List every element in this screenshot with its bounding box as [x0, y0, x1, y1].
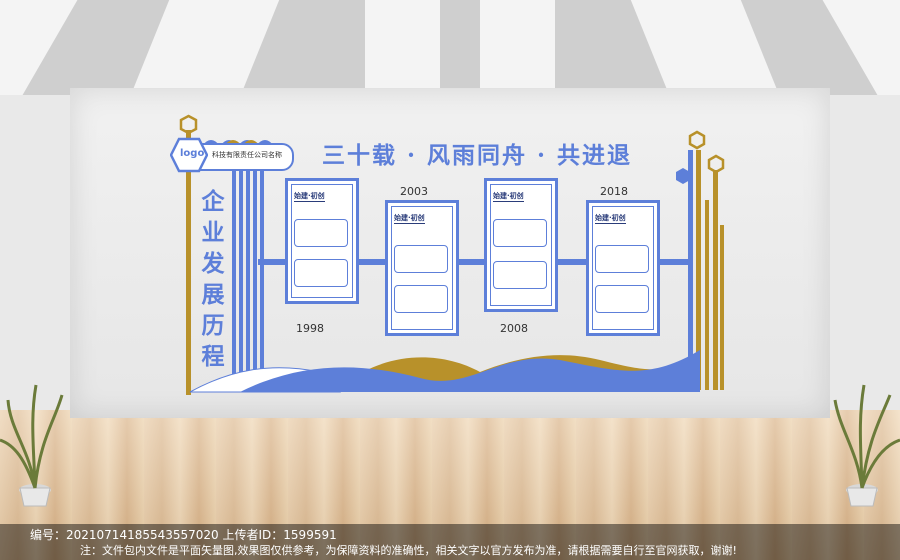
wave-blue	[240, 350, 700, 392]
logo-hexagon-icon	[170, 137, 208, 173]
gold-post	[713, 170, 718, 390]
gold-hexagon	[688, 130, 706, 150]
card-text-box	[394, 285, 448, 313]
card-text-box	[493, 261, 547, 289]
blue-post	[688, 150, 693, 380]
ceiling-beam	[365, 0, 440, 95]
blue-bar	[239, 160, 243, 392]
card-heading: 始建·初创	[394, 214, 425, 224]
card-text-box	[394, 245, 448, 273]
card-text-box	[493, 219, 547, 247]
year-label-2008: 2008	[500, 322, 528, 335]
wood-floor	[0, 410, 900, 560]
gold-hexagon	[707, 154, 725, 174]
gold-hexagon	[179, 114, 198, 135]
footer-id-line: 编号：20210714185543557020 上传者ID：1599591	[30, 528, 337, 542]
blue-hexagon	[676, 168, 690, 184]
gold-post	[705, 200, 709, 390]
timeline-card-2018: 始建·初创	[586, 200, 660, 336]
blue-bar	[253, 160, 257, 392]
card-heading: 始建·初创	[595, 214, 626, 224]
card-text-box	[294, 219, 348, 247]
timeline-bar	[258, 259, 688, 265]
timeline-card-2008: 始建·初创	[484, 178, 558, 312]
blue-bar	[260, 160, 264, 392]
year-label-2018: 2018	[600, 185, 628, 198]
year-label-1998: 1998	[296, 322, 324, 335]
logo-text: logo	[180, 148, 205, 159]
card-heading: 始建·初创	[493, 192, 524, 202]
ceiling	[0, 0, 900, 95]
gold-post	[186, 130, 191, 395]
card-heading: 始建·初创	[294, 192, 325, 202]
timeline-card-2003: 始建·初创	[385, 200, 459, 336]
wall-title: 三十载 · 风雨同舟 · 共进退	[322, 142, 633, 169]
potted-plant-left	[0, 384, 64, 507]
card-text-box	[294, 259, 348, 287]
blue-bar	[232, 160, 236, 392]
blue-bar	[246, 160, 250, 392]
gold-post	[696, 150, 701, 390]
floor-shade	[0, 410, 900, 560]
vertical-title: 企业发展历程	[201, 188, 225, 370]
footer-note: 注：文件包内文件是平面矢量图,效果图仅供参考，为保障资料的准确性，相关文字以官方…	[80, 544, 737, 557]
year-label-2003: 2003	[400, 185, 428, 198]
card-text-box	[595, 245, 649, 273]
timeline-card-1998: 始建·初创	[285, 178, 359, 304]
card-text-box	[595, 285, 649, 313]
potted-plant-right	[833, 384, 900, 507]
ceiling-beam	[480, 0, 555, 95]
footer-bar: 编号：20210714185543557020 上传者ID：1599591 注：…	[0, 524, 900, 560]
company-name: 科技有限责任公司名称	[212, 151, 282, 159]
gold-post	[720, 225, 724, 390]
